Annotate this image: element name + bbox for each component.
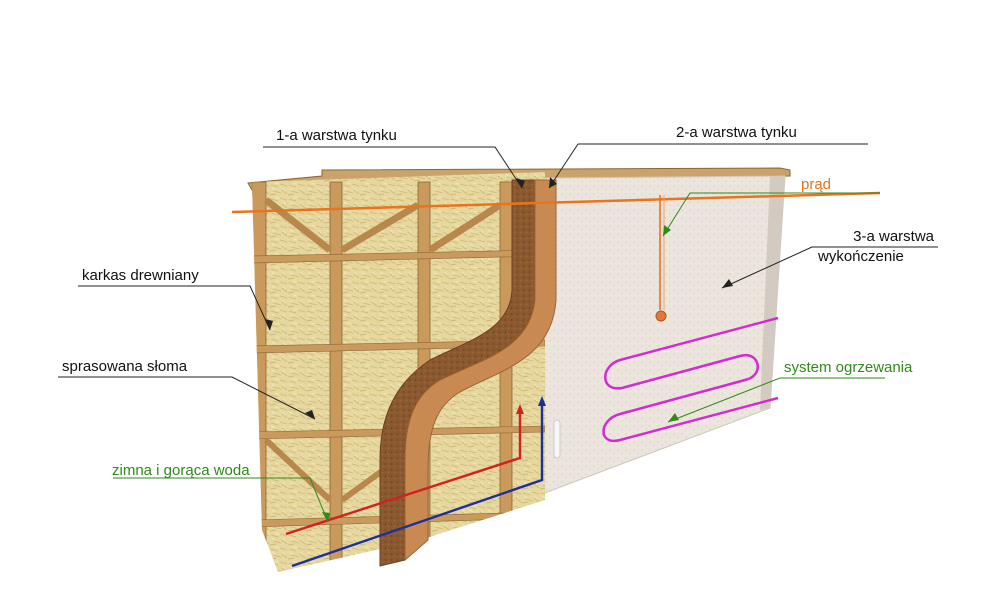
label-pressed-straw: sprasowana słoma [62,358,188,375]
heating-pipe [602,316,779,443]
power-outlet-icon [655,310,667,322]
label-heating-system: system ogrzewania [784,359,913,376]
label-power: prąd [801,176,832,193]
green-leader-lines [113,192,885,523]
power-cable [231,191,881,214]
dark-leader-lines [58,143,938,420]
label-second-plaster-layer: 2-a warstwa tynku [676,124,797,141]
label-timber-frame: karkas drewniany [82,267,199,284]
water-outlet [553,419,561,459]
second-plaster-layer [404,179,557,562]
label-finish-layer-sub: wykończenie [818,248,904,265]
label-finish-layer: 3-a warstwa [853,228,934,245]
finish-plaster-edge [760,176,785,410]
cold-water-pipe [291,404,544,568]
hot-water-pipe [285,412,522,536]
label-first-plaster-layer: 1-a warstwa tynku [276,127,397,144]
label-cold-hot-water: zimna i gorąca woda [112,462,250,479]
